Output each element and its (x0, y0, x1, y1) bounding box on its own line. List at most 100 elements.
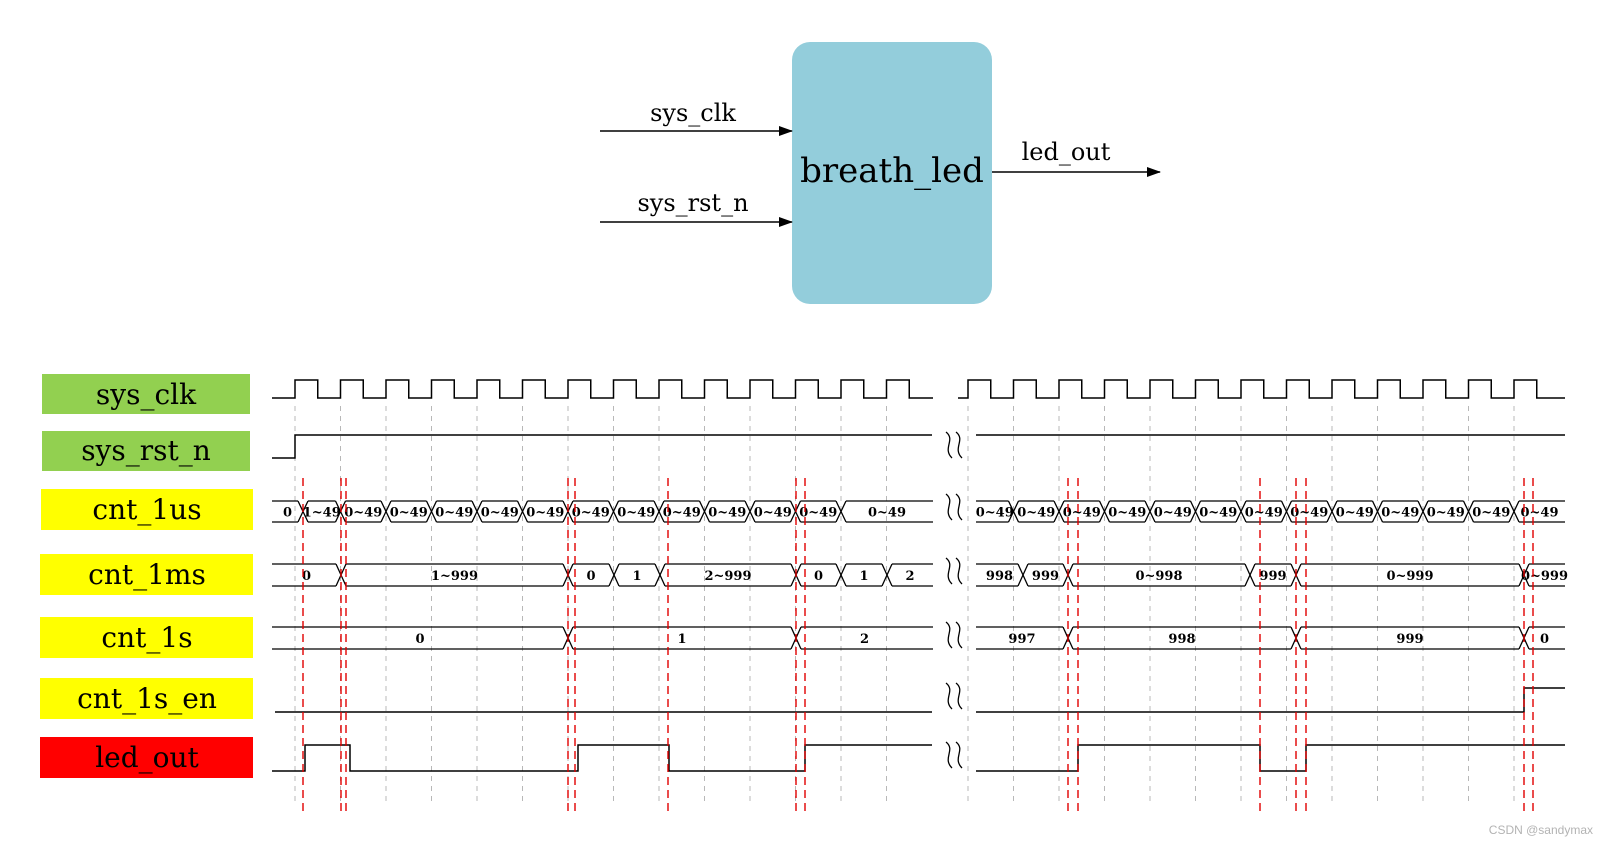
cnt-1us-value: 0~49 (481, 506, 519, 521)
sys-clk-wave-left (272, 379, 933, 399)
cnt-1us-transition (789, 511, 797, 523)
cnt-1us-transition (744, 511, 751, 523)
cnt-1s-en-wave-right (976, 687, 1565, 713)
cnt-1us-transition (1007, 511, 1015, 523)
cnt-1ms-value: 0 (586, 569, 595, 584)
cnt-1us-transition (1103, 500, 1111, 512)
cnt-1us-transition (789, 500, 797, 512)
cnt-1s-value: 999 (1396, 632, 1423, 647)
cnt-1us-transition (471, 511, 478, 523)
cnt-1s-transition (1518, 637, 1525, 650)
cnt-1us-transition (607, 511, 615, 523)
cnt-1s-transition (1523, 626, 1530, 639)
cnt-1us-transition (749, 500, 756, 512)
cnt-1us-value: 0~49 (754, 506, 792, 521)
cnt-1us-transition (425, 511, 433, 523)
cnt-1us-transition (334, 511, 342, 523)
cnt-1ms-transition (654, 574, 661, 587)
cnt-1s-transition (1290, 626, 1297, 639)
cnt-1us-value: 0~49 (435, 506, 473, 521)
cnt-1us-value: 0~49 (868, 506, 906, 521)
cnt-1ms-value: 1 (859, 569, 868, 584)
watermark: CSDN @sandymax (1488, 823, 1593, 837)
cnt-1us-transition (653, 511, 660, 523)
break-symbol (945, 621, 953, 649)
break-symbol (955, 493, 963, 521)
cnt-1us-transition (653, 500, 660, 512)
break-symbol (955, 682, 963, 710)
cnt-1ms-transition (835, 574, 842, 587)
cnt-1us-transition (562, 500, 569, 512)
cnt-1ms-transition (840, 574, 847, 587)
cnt-1ms-transition (1518, 574, 1525, 587)
cnt-1us-transition (1149, 511, 1156, 523)
cnt-1ms-transition (1290, 563, 1297, 576)
cnt-1ms-transition (608, 563, 615, 576)
cnt-1us-transition (1376, 500, 1384, 512)
sys-rst-n-waveform (272, 434, 1565, 459)
cnt-1us-transition (1235, 500, 1242, 512)
signal-labels: sys_clk sys_rst_n cnt_1us cnt_1ms cnt_1s… (40, 374, 253, 778)
cnt-1s-en-label: cnt_1s_en (77, 682, 217, 715)
cnt-1ms-value: 0~999 (1386, 569, 1433, 584)
sys-rst-n-label-box (42, 431, 250, 471)
cnt-1us-transition (1235, 511, 1242, 523)
led-out-wave-left (272, 744, 932, 772)
sys-clk-input-label: sys_clk (650, 99, 736, 127)
cnt-1us-transition (1194, 511, 1202, 523)
cnt-1us-transition (1371, 511, 1379, 523)
sys-clk-label-box (42, 374, 250, 414)
sys-rst-n-wave-left (272, 434, 932, 459)
cnt-1us-transition (607, 500, 615, 512)
cnt-1us-value: 0~49 (1063, 506, 1101, 521)
cnt-1s-transition (562, 637, 569, 650)
cnt-1us-transition (297, 500, 304, 512)
cnt-1ms-value: 0 (302, 569, 311, 584)
led-out-waveform (272, 744, 1565, 772)
cnt-1us-transition (430, 500, 438, 512)
cnt-1us-transition (1240, 511, 1247, 523)
cnt-1s-transition (790, 637, 797, 650)
cnt-1s-transition (1295, 626, 1302, 639)
cnt-1us-value: 0 (283, 506, 292, 521)
sys-rst-n-input-label: sys_rst_n (637, 189, 748, 217)
cnt-1ms-transition (340, 563, 347, 576)
cnt-1s-value: 997 (1008, 632, 1035, 647)
cnt-1s-transition (1062, 626, 1069, 639)
cnt-1us-transition (380, 500, 387, 512)
led-out-output-label: led_out (1022, 138, 1111, 166)
cnt-1us-transition (1371, 500, 1379, 512)
cnt-1s-label-box (40, 617, 253, 658)
cnt-1s-transition (567, 626, 574, 639)
cnt-1us-transition (1007, 500, 1015, 512)
cnt-1s-value: 0 (1540, 632, 1549, 647)
cnt-1s-transition (562, 626, 569, 639)
cnt-1us-transition (425, 500, 433, 512)
cnt-1us-transition (1513, 500, 1520, 512)
cnt-1s-transition (795, 626, 802, 639)
cnt-1ms-value: 1~999 (431, 569, 478, 584)
cnt-1ms-transition (1017, 574, 1024, 587)
cnt-1us-value: 0~49 (1017, 506, 1055, 521)
cnt-1ms-value: 999 (1259, 569, 1286, 584)
led-out-label-box (40, 737, 253, 778)
cnt-1us-transition (516, 511, 524, 523)
cnt-1us-value: 0~49 (617, 506, 655, 521)
cnt-1us-transition (1194, 500, 1202, 512)
cnt-1us-transition (1508, 511, 1515, 523)
cnt-1us-transition (1422, 500, 1429, 512)
red-marker-lines (302, 478, 1534, 812)
cnt-1us-transition (1149, 500, 1156, 512)
cnt-1us-transition (612, 511, 620, 523)
cnt-1us-transition (1417, 500, 1424, 512)
cnt-1ms-transition (1295, 574, 1302, 587)
cnt-1ms-transition (659, 563, 666, 576)
cnt-1s-transition (1518, 626, 1525, 639)
cnt-1s-value: 0 (415, 632, 424, 647)
cnt-1ms-value: 999 (1032, 569, 1059, 584)
cnt-1us-transition (1053, 500, 1060, 512)
cnt-1us-transition (471, 500, 478, 512)
cnt-1s-transition (1523, 637, 1530, 650)
cnt-1ms-transition (659, 574, 666, 587)
